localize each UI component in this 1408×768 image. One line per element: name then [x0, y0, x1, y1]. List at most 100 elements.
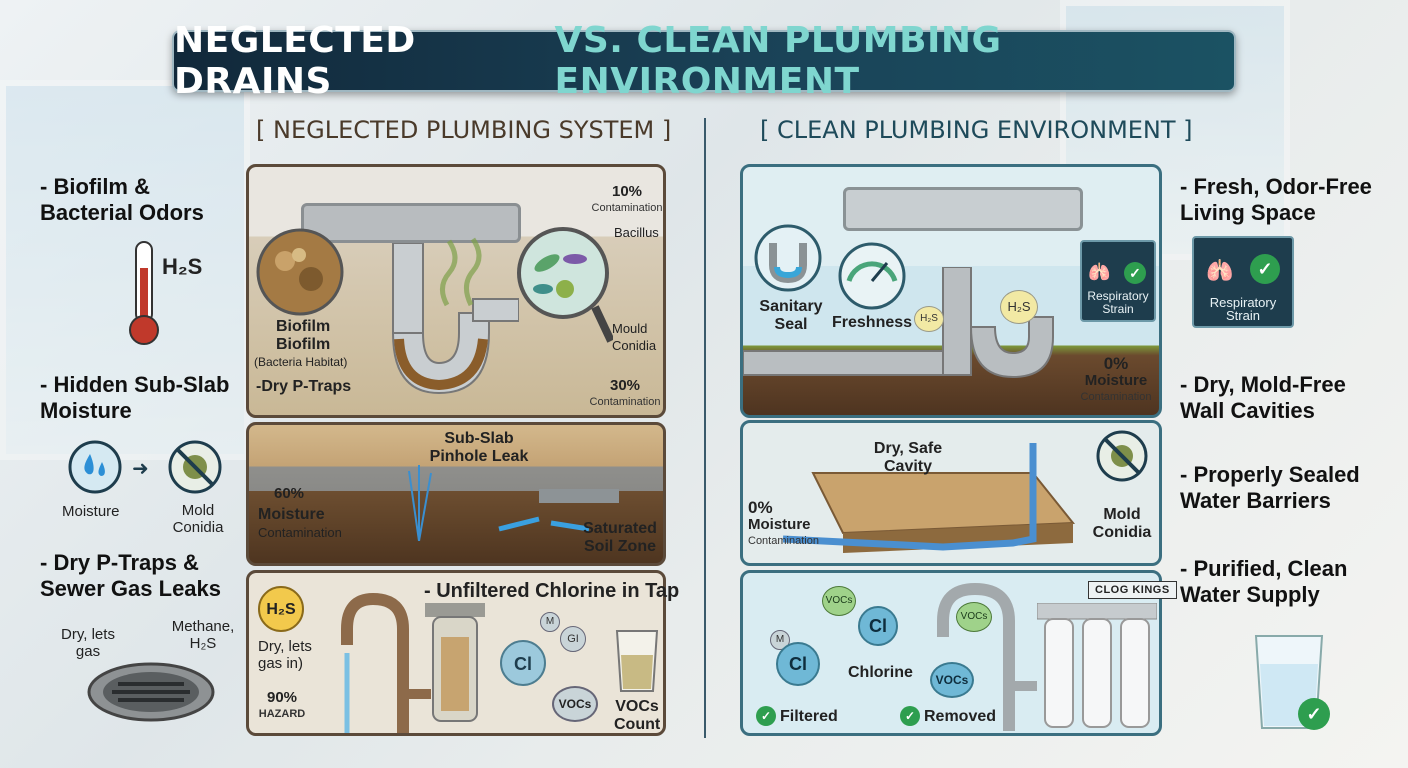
- methane-label: Methane, H₂S: [171, 618, 235, 652]
- cavity-moisture-dial: 0% Moisture Contamination: [748, 498, 844, 549]
- pinhole-leak-label: Sub-Slab Pinhole Leak: [429, 430, 529, 465]
- dry-ptraps-label: -Dry P-Traps: [256, 378, 352, 395]
- left-section-header: [ NEGLECTED PLUMBING SYSTEM ]: [256, 116, 672, 144]
- background-window-left: [0, 80, 250, 460]
- biofilm-label-1: Biofilm: [276, 318, 331, 335]
- biofilm-label-2: Biofilm: [276, 336, 331, 353]
- sanitary-seal-label: Sanitary Seal: [759, 298, 823, 333]
- brand-logo: CLOG KINGS: [1088, 581, 1177, 599]
- right-side-item-dry: - Dry, Mold-Free Wall Cavities: [1180, 372, 1346, 423]
- dial-bottom-contamination: 30% Contamination: [586, 378, 664, 410]
- moisture-icon: [68, 440, 122, 494]
- title-banner: NEGLECTED DRAINS VS. CLEAN PLUMBING ENVI…: [172, 20, 1236, 102]
- cavity-moisture-value: 0%: [748, 498, 773, 517]
- h2s-label: H₂S: [162, 254, 203, 279]
- h2s-badge: H₂S: [258, 586, 304, 632]
- dial-bottom-value: 30%: [609, 377, 641, 394]
- sanitary-seal-icon: [754, 224, 822, 292]
- chlorine-molecule-cl: Cl: [500, 640, 546, 686]
- sink-basin: [301, 203, 521, 243]
- clean-water-check-icon: ✓: [1298, 698, 1330, 730]
- ptrap-pipe-icon: [391, 243, 519, 395]
- clean-cavity-panel: [740, 420, 1162, 566]
- filtered-check-icon: ✓: [756, 706, 776, 726]
- moisture-label-slab: Moisture: [258, 506, 325, 523]
- clean-faucet-icon: [937, 582, 1037, 731]
- dial-moisture: 60%: [273, 485, 305, 502]
- water-filter-system-icon: [1037, 603, 1157, 728]
- h2s-small-bubble: H₂S: [914, 306, 944, 332]
- dry-gas-in-label: Dry, lets gas in): [258, 638, 312, 672]
- contamination-label-slab: Contamination: [258, 525, 342, 540]
- left-side-item-moisture: - Hidden Sub-Slab Moisture: [40, 372, 230, 423]
- sediment-filter-icon: [425, 603, 485, 722]
- respiratory-check-icon-side: ✓: [1250, 254, 1280, 284]
- respiratory-badge-panel: Respiratory Strain: [1080, 240, 1156, 322]
- cavity-floor-icon: [783, 443, 1076, 553]
- h2s-bubble: H₂S: [1000, 290, 1038, 324]
- left-side-item-biofilm: - Biofilm & Bacterial Odors: [40, 174, 204, 225]
- dial-top-label: Contamination: [591, 202, 663, 214]
- right-side-item-sealed: - Properly Sealed Water Barriers: [1180, 462, 1360, 513]
- dial-hazard: 90% HAZARD: [254, 690, 310, 722]
- chlorine-molecule-2: Cl: [776, 642, 820, 686]
- vocs-molecule: VOCs: [552, 686, 598, 722]
- cavity-mold-label: Mold Conidia: [1092, 506, 1152, 541]
- chlorine-molecule-1: Cl: [858, 606, 898, 646]
- lungs-icon: 🫁: [1088, 262, 1111, 282]
- freshness-label: Freshness: [832, 314, 913, 331]
- cavity-contamination-label: Contamination: [748, 535, 819, 547]
- title-part2: VS. CLEAN PLUMBING ENVIRONMENT: [554, 20, 1002, 102]
- filtered-label: Filtered: [780, 708, 838, 725]
- flow-arrows-icon: [498, 489, 619, 532]
- respiratory-check-icon: ✓: [1124, 262, 1146, 284]
- freshness-gauge-icon: [838, 242, 906, 310]
- bacteria-habitat-label: (Bacteria Habitat): [254, 355, 348, 369]
- removed-check-icon: ✓: [900, 706, 920, 726]
- neglected-slab-panel: [246, 422, 666, 566]
- chlorine-tap-header: - Unfiltered Chlorine in Tap: [424, 580, 680, 602]
- dial-top-contamination: 10% Contamination: [590, 184, 664, 216]
- dry-gas-label: Dry, lets gas: [61, 626, 115, 660]
- moisture-label: Moisture: [62, 503, 120, 520]
- mold-label: Mold Conidia: [172, 502, 224, 536]
- dry-safe-cavity-label: Dry, Safe Cavity: [873, 440, 943, 475]
- saturated-soil-label: Saturated Soil Zone: [583, 520, 657, 555]
- vocs-count-label: VOCs Count: [614, 698, 661, 733]
- clean-moisture-value: 0%: [1103, 354, 1129, 373]
- clean-moisture-dial: 0% Moisture Contamination: [1074, 354, 1158, 405]
- hazard-value: 90%: [266, 689, 298, 706]
- mould-conidia-label: Mould Conidia: [612, 321, 657, 353]
- title-part1: NEGLECTED DRAINS: [174, 20, 416, 102]
- vocs-molecule-1: VOCs: [822, 586, 856, 616]
- mold-prohibited-icon: [1096, 430, 1148, 482]
- right-side-item-purified: - Purified, Clean Water Supply: [1180, 556, 1348, 607]
- bacteria-magnifier-icon: [517, 227, 613, 343]
- dial-top-value: 10%: [611, 183, 643, 200]
- cavity-moisture-label: Moisture: [748, 516, 811, 533]
- right-side-item-fresh: - Fresh, Odor-Free Living Space: [1180, 174, 1372, 225]
- molecule-gi: GI: [560, 626, 586, 652]
- thermometer-icon: [129, 241, 159, 345]
- arrow-right-icon: ➜: [132, 458, 149, 480]
- removed-label: Removed: [924, 708, 997, 725]
- hazard-label: HAZARD: [258, 708, 306, 720]
- vocs-molecule-2: VOCs: [956, 602, 992, 632]
- clean-contamination-label: Contamination: [1080, 391, 1152, 403]
- floor-drain-icon: [87, 662, 215, 722]
- water-spray-icon: [408, 465, 432, 541]
- respiratory-badge-panel-label: Respiratory Strain: [1087, 289, 1149, 316]
- biofilm-closeup-icon: [256, 228, 344, 316]
- clean-pipe-icon: [743, 267, 1054, 379]
- bacillus-label: Bacillus: [614, 225, 659, 240]
- dial-bottom-label: Contamination: [589, 396, 661, 408]
- chlorine-label: Chlorine: [848, 664, 913, 681]
- lungs-icon-side: 🫁: [1206, 258, 1234, 283]
- clean-sink-basin: [843, 187, 1083, 231]
- vocs-molecule-3: VOCs: [930, 662, 974, 698]
- clean-moisture-label: Moisture: [1084, 372, 1148, 389]
- dirty-water-glass-icon: [615, 630, 659, 692]
- left-side-item-ptraps: - Dry P-Traps & Sewer Gas Leaks: [40, 550, 222, 601]
- odor-wave-icon: [440, 237, 482, 307]
- respiratory-badge-side: Respiratory Strain: [1192, 236, 1294, 328]
